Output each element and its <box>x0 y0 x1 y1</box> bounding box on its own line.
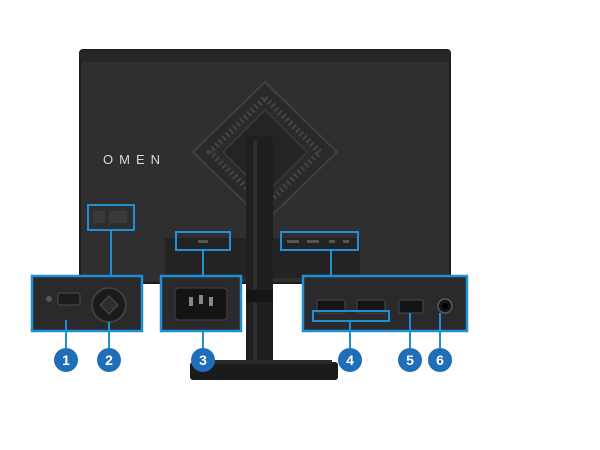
brand-logo: OMEN <box>103 152 166 167</box>
ports-area-mark-2 <box>307 240 319 243</box>
audio-jack-icon <box>442 303 448 309</box>
callout-6-number: 6 <box>436 352 444 368</box>
callout-2: 2 <box>97 348 121 372</box>
callout-5-number: 5 <box>406 352 414 368</box>
hdmi-port-2-icon <box>356 299 386 314</box>
monitor-top-bezel <box>80 50 450 62</box>
callout-3-badge <box>191 348 215 372</box>
stand-base-top <box>196 360 332 364</box>
power-led-icon <box>46 296 52 302</box>
callout-5: 5 <box>398 348 422 372</box>
stand-joint <box>246 290 273 302</box>
callout-3: 3 <box>191 348 215 372</box>
callout-6-badge <box>428 348 452 372</box>
callout-1-badge <box>54 348 78 372</box>
ports-area-mark-4 <box>343 240 349 243</box>
displayport-icon <box>398 299 424 314</box>
callout-6: 6 <box>428 348 452 372</box>
power-button-icon <box>57 292 81 306</box>
power-area-mark <box>198 240 208 243</box>
callout-5-badge <box>398 348 422 372</box>
ac-power-pin-center <box>199 295 203 304</box>
callout-2-number: 2 <box>105 352 113 368</box>
joystick-icon <box>99 295 119 315</box>
stand-neck-highlight <box>253 140 257 365</box>
stand-neck <box>246 136 273 368</box>
side-control-detail <box>93 211 105 223</box>
callout-4-badge <box>338 348 362 372</box>
ac-power-pin-left <box>189 297 193 306</box>
callout-1: 1 <box>54 348 78 372</box>
callout-2-badge <box>97 348 121 372</box>
ports-area-mark-3 <box>329 240 335 243</box>
callout-1-number: 1 <box>62 352 70 368</box>
stand-base <box>190 362 338 380</box>
ports-area-mark-1 <box>287 240 299 243</box>
callout-4: 4 <box>338 348 362 372</box>
callout-4-number: 4 <box>346 352 354 368</box>
ports-area-highlight <box>280 231 359 251</box>
ac-power-pin-right <box>209 297 213 306</box>
side-control-detail-2 <box>109 211 127 223</box>
hdmi-port-1-icon <box>316 299 346 314</box>
callout-3-number: 3 <box>199 352 207 368</box>
